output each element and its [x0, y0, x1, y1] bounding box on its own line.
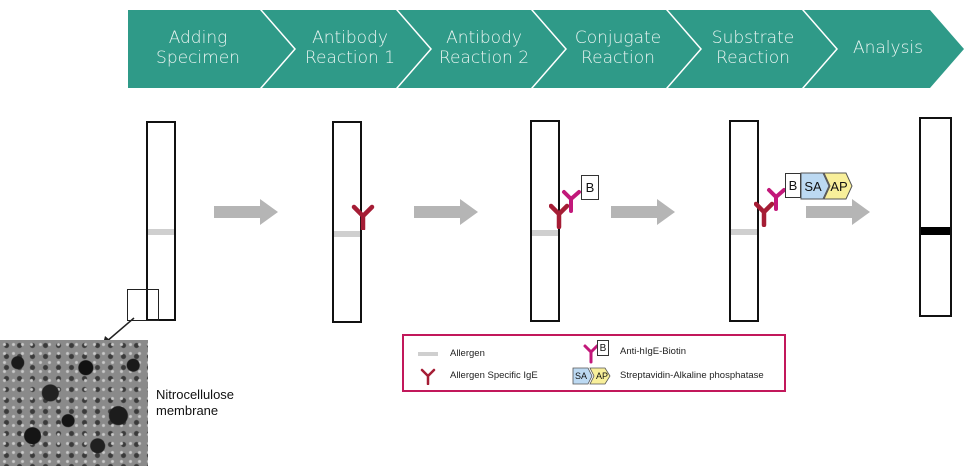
chevron-step-2	[262, 10, 430, 88]
flow-arrow-3	[611, 199, 675, 225]
legend-sa-ap-label: Streptavidin-Alkaline phosphatase	[620, 370, 764, 381]
membrane-label: Nitrocellulose membrane	[156, 387, 235, 418]
alkaline-phosphatase-tag: AP	[830, 178, 848, 194]
legend-box: Allergen Allergen Specific IgE B Anti-hI…	[402, 334, 786, 392]
nitrocellulose-membrane-image	[0, 340, 148, 466]
allergen-band-1	[148, 229, 174, 235]
test-strip-4	[729, 120, 759, 322]
legend-anti-ige-icon	[583, 344, 599, 364]
ige-with-anti-ige-icon-2	[754, 188, 786, 227]
chevron-step-3	[398, 10, 565, 88]
flow-arrow-1	[214, 199, 278, 225]
allergen-specific-ige-icon	[351, 204, 375, 230]
ige-with-anti-ige-icon	[549, 190, 581, 229]
legend-ige-icon	[420, 368, 436, 385]
chevron-step-6	[804, 10, 964, 88]
chevron-step-1	[128, 10, 294, 88]
alkaline-phosphatase-shape	[823, 172, 853, 200]
chevron-step-4	[533, 10, 700, 88]
magnify-region-box	[127, 289, 159, 321]
legend-ap-tag: AP	[595, 371, 608, 381]
legend-anti-ige-biotin-label: Anti-hIgE-Biotin	[620, 346, 687, 357]
allergen-band-3	[532, 230, 558, 236]
flow-arrow-4	[806, 199, 870, 225]
legend-sa-ap-shape	[572, 367, 611, 385]
flow-arrow-2	[414, 199, 478, 225]
result-band	[921, 227, 950, 235]
step-label-analysis: Analysis	[852, 38, 924, 58]
biotin-tag-step-4: B	[785, 173, 801, 198]
legend-allergen-swatch	[418, 352, 438, 356]
test-strip-5	[919, 117, 952, 317]
legend-allergen-label: Allergen	[450, 348, 485, 359]
legend-ige-label: Allergen Specific IgE	[450, 370, 538, 381]
chevron-step-5	[668, 10, 836, 88]
allergen-band-2	[334, 231, 360, 237]
streptavidin-tag: SA	[804, 178, 822, 194]
process-chevron-bar	[128, 10, 964, 88]
allergen-band-4	[731, 229, 757, 235]
legend-sa-tag: SA	[574, 371, 587, 381]
biotin-tag-step-3: B	[581, 175, 599, 200]
test-strip-1	[146, 121, 176, 321]
streptavidin-shape	[800, 172, 830, 200]
legend-biotin-tag: B	[597, 340, 609, 356]
